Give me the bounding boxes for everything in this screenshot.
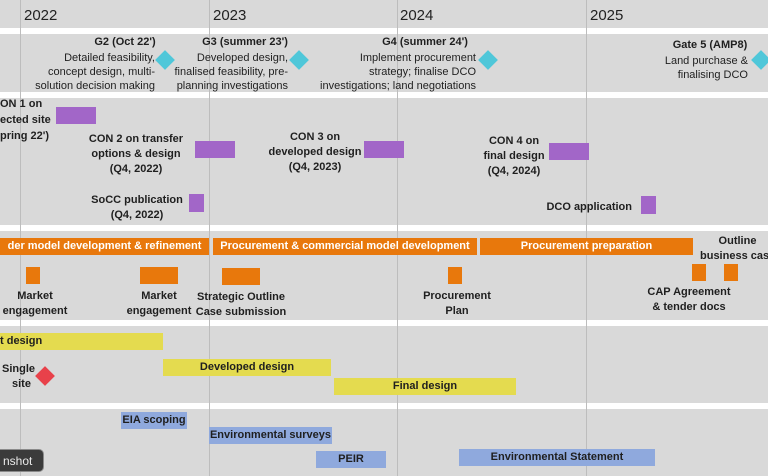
commercial-label: engagement — [2, 305, 68, 317]
commercial-label: engagement — [126, 305, 192, 317]
design-label: Single — [2, 363, 36, 375]
gate-description: solution decision making — [35, 80, 155, 92]
year-label: 2025 — [590, 7, 624, 24]
gate-description: Detailed feasibility, — [64, 52, 155, 64]
row-divider — [0, 92, 768, 98]
gate-description: Land purchase & — [664, 55, 748, 67]
commercial-label: CAP Agreement — [647, 286, 731, 298]
commercial-bar: Procurement & commercial model developme… — [213, 238, 477, 255]
commercial-label: Market — [17, 290, 53, 302]
commercial-label: Strategic Outline — [196, 291, 286, 303]
gate-description: planning investigations — [176, 80, 288, 92]
commercial-label: business case — [700, 250, 768, 262]
consultation-label: CON 3 on — [289, 131, 341, 143]
consultation-marker — [56, 107, 96, 124]
consultation-label: DCO application — [546, 201, 632, 213]
commercial-label: Outline — [718, 235, 757, 247]
gate-description: Implement procurement — [359, 52, 476, 64]
design-bar: Final design — [334, 378, 516, 395]
gate-description: investigations; land negotiations — [320, 80, 476, 92]
consultation-label: (Q4, 2022) — [110, 209, 164, 221]
environment-bar: Environmental surveys — [209, 427, 332, 444]
consultation-label: (Q4, 2024) — [487, 165, 541, 177]
row-divider — [0, 225, 768, 231]
consultation-marker — [195, 141, 235, 158]
consultation-label: ected site — [0, 114, 51, 126]
consultation-label: developed design — [268, 146, 362, 158]
commercial-bar: Procurement preparation — [480, 238, 693, 255]
environment-bar: EIA scoping — [121, 412, 187, 429]
year-header: 2022 2023 2024 2025 — [0, 0, 768, 30]
consultation-label: (Q4, 2023) — [288, 161, 342, 173]
commercial-marker — [724, 264, 738, 281]
gate-description: strategy; finalise DCO — [369, 66, 476, 78]
year-gridline — [209, 0, 210, 476]
commercial-label: Market — [141, 290, 177, 302]
decision-diamond-icon — [35, 366, 55, 386]
commercial-marker — [26, 267, 40, 284]
design-label: site — [12, 378, 31, 390]
commercial-label: Procurement — [423, 290, 491, 302]
screenshot-tooltip[interactable]: nshot — [0, 449, 44, 472]
consultation-marker — [189, 194, 204, 212]
commercial-marker — [448, 267, 462, 284]
environment-bar: PEIR — [316, 451, 386, 468]
consultation-label: ON 1 on — [0, 98, 43, 110]
gate-title: G4 (summer 24') — [382, 36, 468, 48]
gate-description: concept design, multi- — [48, 66, 155, 78]
commercial-bar: der model development & refinement — [0, 238, 209, 255]
year-label: 2023 — [213, 7, 247, 24]
design-bar: t design — [0, 333, 163, 350]
consultation-label: final design — [483, 150, 545, 162]
commercial-marker — [692, 264, 706, 281]
gate-description: Developed design, — [196, 52, 288, 64]
row-divider — [0, 28, 768, 34]
gate-description: finalised feasibility, pre- — [174, 66, 288, 78]
consultation-label: pring 22') — [0, 130, 50, 142]
environment-bar: Environmental Statement — [459, 449, 655, 466]
consultation-label: CON 4 on — [488, 135, 540, 147]
consultation-label: SoCC publication — [91, 194, 183, 206]
commercial-label: Plan — [445, 305, 469, 317]
row-divider — [0, 403, 768, 409]
gate-title: G3 (summer 23') — [202, 36, 288, 48]
consultation-marker — [549, 143, 589, 160]
commercial-label: Case submission — [195, 306, 287, 318]
consultation-label: CON 2 on transfer — [88, 133, 184, 145]
design-bar: Developed design — [163, 359, 331, 376]
gate-description: finalising DCO — [677, 69, 748, 81]
gate-title: G2 (Oct 22') — [94, 36, 156, 48]
commercial-marker — [222, 268, 260, 285]
consultation-label: options & design — [91, 148, 181, 160]
gate-title: Gate 5 (AMP8) — [672, 39, 748, 51]
milestone-diamond-icon — [478, 50, 498, 70]
commercial-label: & tender docs — [652, 301, 726, 313]
year-label: 2024 — [400, 7, 434, 24]
year-label: 2022 — [24, 7, 58, 24]
milestone-diamond-icon — [751, 50, 768, 70]
consultation-marker — [364, 141, 404, 158]
consultation-label: (Q4, 2022) — [109, 163, 163, 175]
row-divider — [0, 320, 768, 326]
commercial-marker — [140, 267, 178, 284]
consultation-marker — [641, 196, 656, 214]
